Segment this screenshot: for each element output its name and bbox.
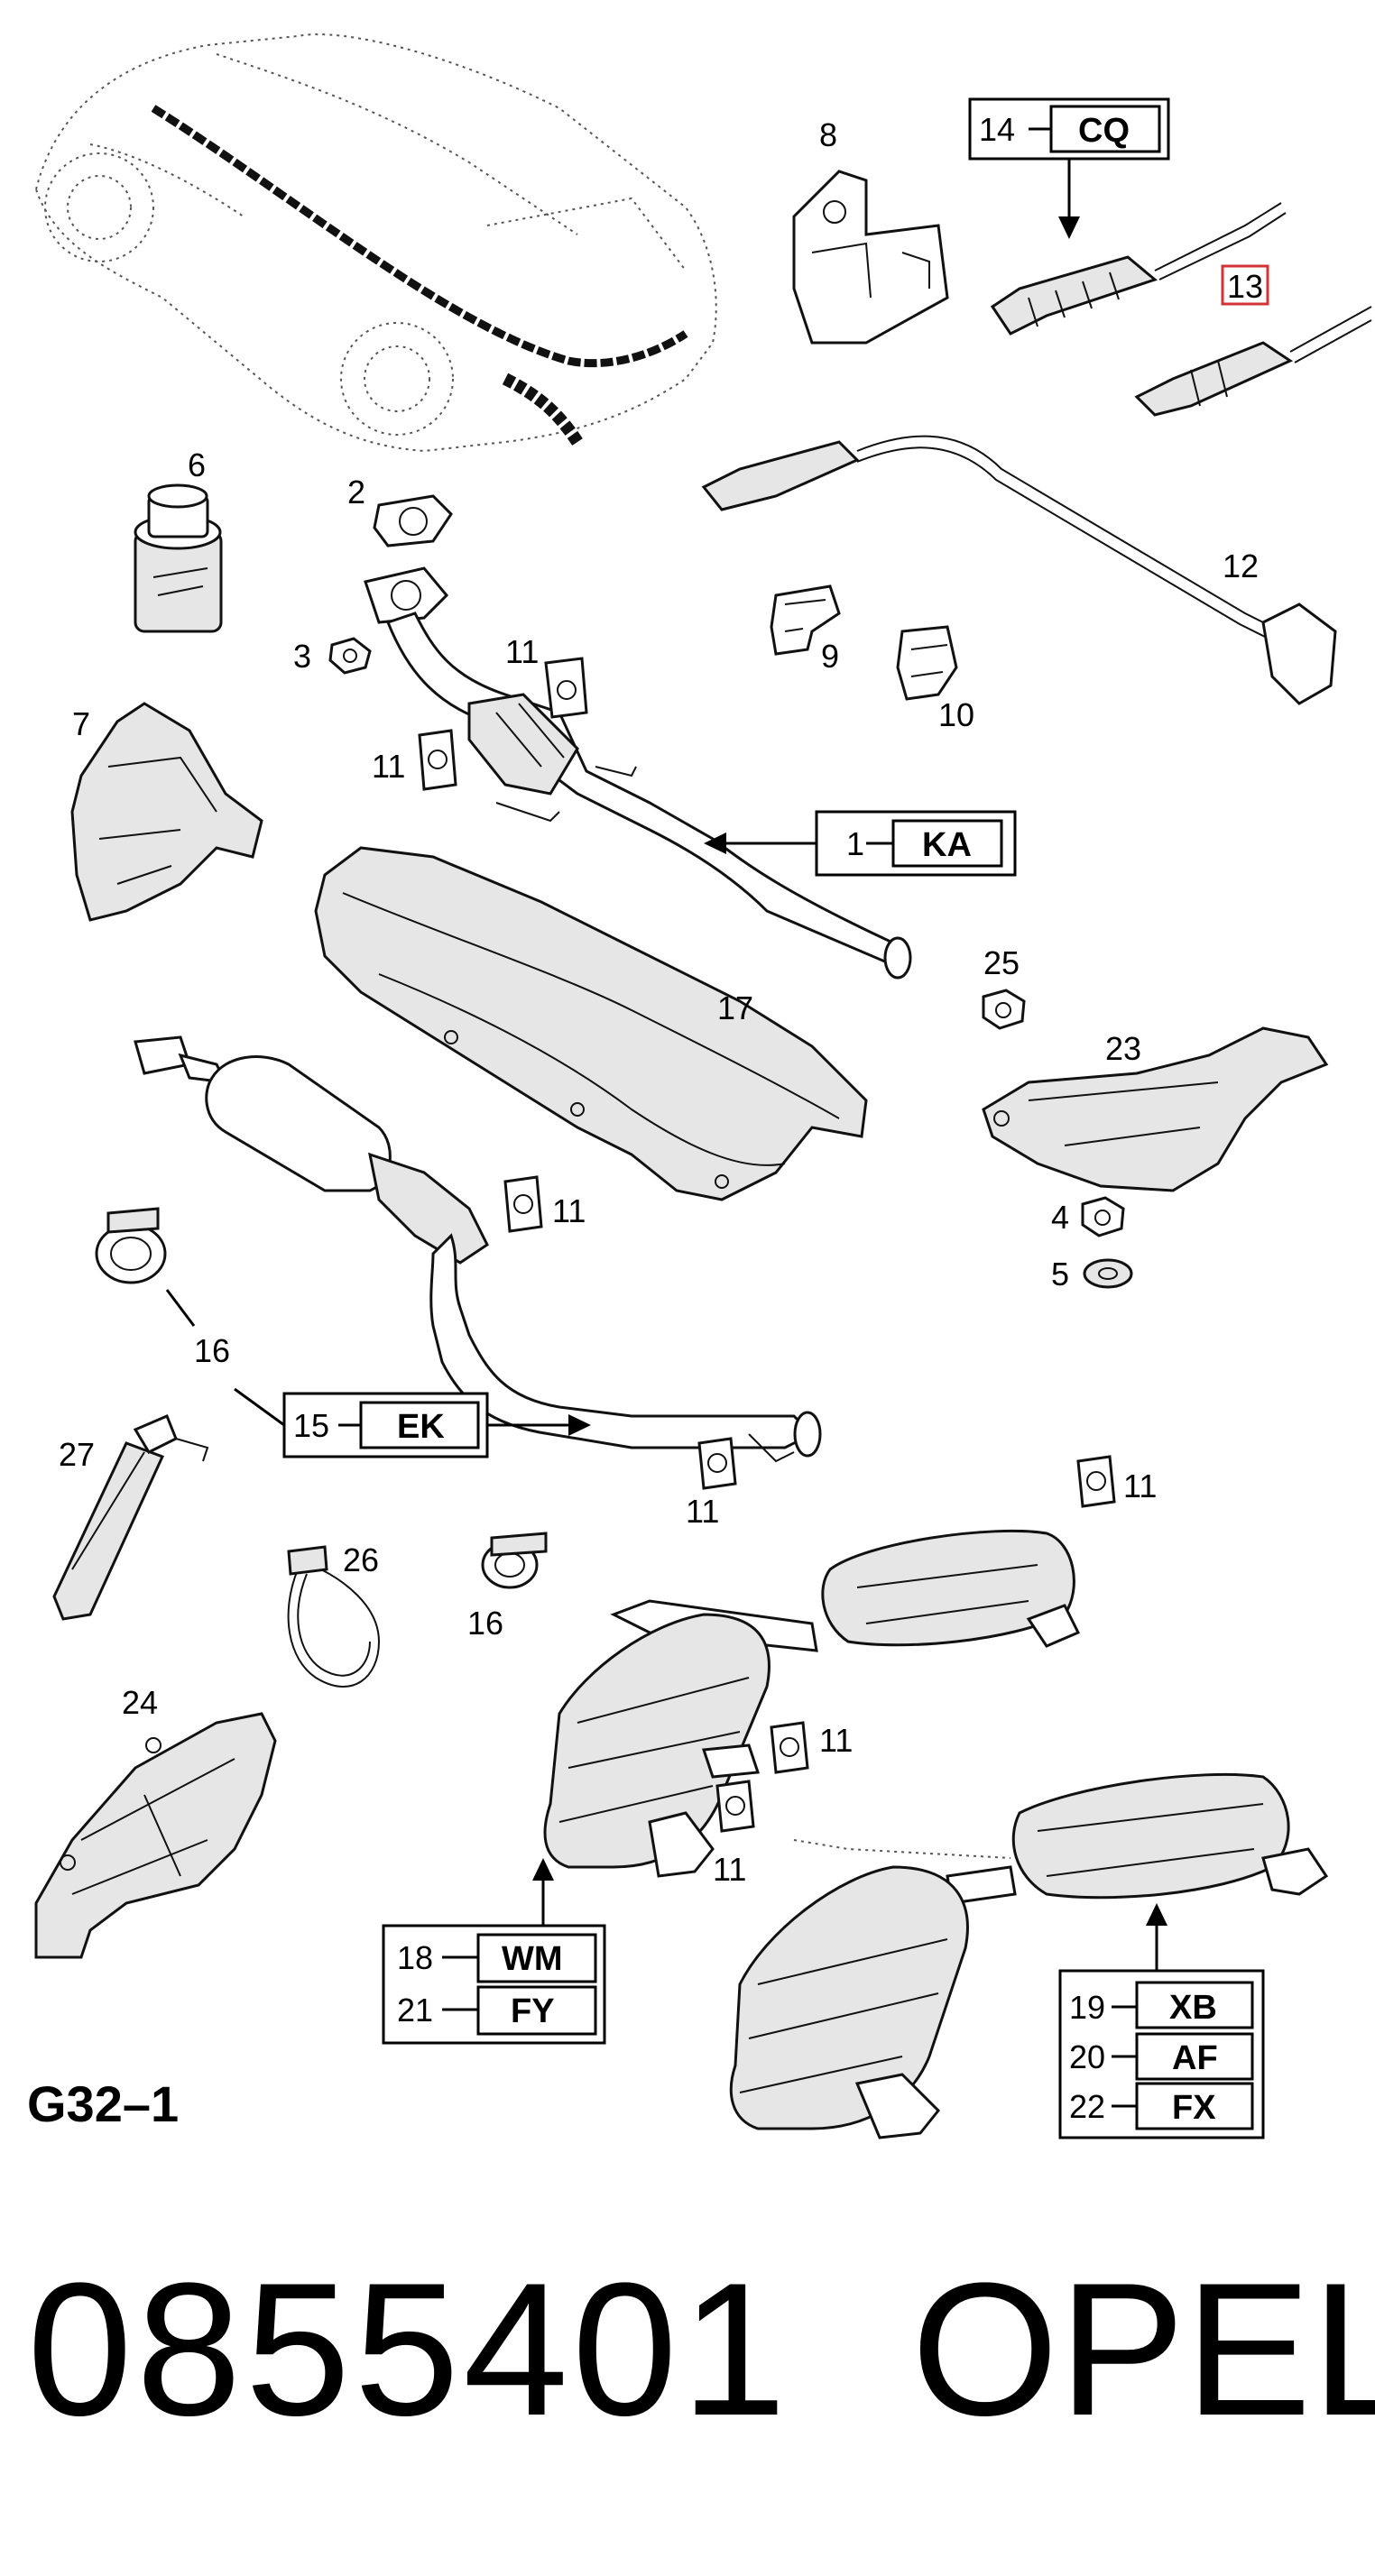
code-box-number-20: 20 — [1069, 2038, 1105, 2075]
code-box-code-fx: FX — [1172, 2089, 1216, 2127]
part-11-mount-d — [697, 1437, 737, 1490]
part-11-mount-f — [770, 1721, 809, 1774]
code-box-number-15: 15 — [293, 1407, 329, 1444]
rear-silencer-assembly-b — [729, 1772, 1329, 2139]
diagram-page-code: G32–1 — [27, 2075, 180, 2132]
part-26-strap — [287, 1545, 381, 1688]
part-4-nut — [1081, 1196, 1125, 1237]
highlight-box-13 — [1221, 264, 1269, 306]
part-6-paste-can — [134, 483, 223, 633]
part-9-clip — [770, 584, 841, 656]
code-box-ka: 1 KA — [704, 810, 1017, 877]
part-11-mount-g — [715, 1780, 755, 1833]
label-5: 5 — [1051, 1256, 1069, 1293]
label-11-e: 11 — [1123, 1467, 1157, 1504]
code-box-number-14: 14 — [979, 111, 1015, 148]
label-11-a: 11 — [505, 633, 539, 670]
label-12: 12 — [1223, 547, 1259, 584]
part-1-front-pipe — [364, 566, 912, 980]
code-box-code-wm: WM — [502, 1940, 563, 1978]
part-16-clamp-a — [95, 1207, 167, 1284]
code-box-number-1: 1 — [846, 825, 864, 862]
part-2-gasket — [373, 494, 453, 547]
label-13: 13 — [1227, 268, 1263, 305]
code-box-cq: 14 CQ — [968, 97, 1170, 239]
code-box-xb-af-fx: 19 XB 20 AF 22 FX — [1058, 1903, 1265, 2139]
label-24: 24 — [122, 1684, 158, 1721]
code-box-wm-fy: 18 WM 21 FY — [382, 1858, 606, 2045]
label-2: 2 — [347, 474, 365, 511]
code-box-number-21: 21 — [397, 1992, 433, 2029]
code-box-number-18: 18 — [397, 1939, 433, 1976]
label-11-c: 11 — [552, 1192, 586, 1229]
label-11-b: 11 — [372, 748, 405, 785]
part-16-clamp-b — [481, 1532, 548, 1589]
label-11-d: 11 — [686, 1493, 719, 1530]
label-4: 4 — [1051, 1199, 1069, 1236]
code-box-code-cq: CQ — [1078, 112, 1130, 150]
label-7: 7 — [72, 705, 90, 742]
part-23-heat-shield — [982, 1026, 1329, 1192]
code-box-code-af: AF — [1172, 2039, 1218, 2077]
label-11-f: 11 — [819, 1722, 853, 1759]
part-3-nut — [328, 637, 372, 675]
rear-silencer-assembly-a — [543, 1529, 1081, 1878]
label-16-b: 16 — [467, 1605, 503, 1642]
code-box-ek: 15 EK — [165, 1289, 591, 1458]
label-25: 25 — [983, 944, 1020, 981]
part-11-mount-b — [418, 729, 457, 791]
label-8: 8 — [819, 116, 837, 153]
label-23: 23 — [1105, 1030, 1141, 1067]
label-16-a: 16 — [194, 1332, 230, 1369]
part-15-intermediate-pipe — [134, 1035, 822, 1463]
vehicle-outline — [34, 33, 717, 453]
part-14-oxygen-sensor — [990, 202, 1287, 336]
exhaust-system-diagram: 8 14 CQ 13 12 6 — [34, 33, 1372, 2139]
part-27-sealant-tube — [52, 1414, 209, 1621]
part-10-clip — [896, 625, 958, 701]
label-9: 9 — [821, 638, 839, 675]
label-17: 17 — [717, 989, 753, 1026]
code-box-number-19: 19 — [1069, 1989, 1105, 2026]
part-25-nut — [982, 989, 1026, 1030]
code-box-number-22: 22 — [1069, 2088, 1105, 2125]
code-box-code-ka: KA — [922, 826, 972, 864]
code-box-code-xb: XB — [1169, 1989, 1217, 2027]
part-17-tunnel-heat-shield — [314, 846, 868, 1201]
code-box-code-fy: FY — [511, 1992, 555, 2030]
label-3: 3 — [293, 638, 311, 675]
label-26: 26 — [343, 1541, 379, 1578]
part-11-mount-a — [544, 657, 588, 719]
brand-name: OPEL — [911, 2243, 1375, 2455]
label-11-g: 11 — [713, 1851, 746, 1888]
code-box-code-ek: EK — [397, 1408, 445, 1446]
label-10: 10 — [938, 696, 974, 733]
part-24-heat-shield — [34, 1712, 277, 1959]
part-13-oxygen-sensor — [1134, 264, 1372, 417]
part-11-mount-c — [503, 1175, 543, 1233]
label-6: 6 — [188, 446, 206, 483]
part-5-washer — [1083, 1258, 1133, 1289]
part-7-heat-shield — [70, 702, 263, 922]
label-27: 27 — [59, 1436, 95, 1473]
part-8-bracket — [792, 170, 949, 345]
part-11-mount-e — [1076, 1455, 1116, 1508]
part-number: 0855401 — [27, 2243, 790, 2455]
part-12-rear-oxygen-sensor — [701, 435, 1337, 705]
